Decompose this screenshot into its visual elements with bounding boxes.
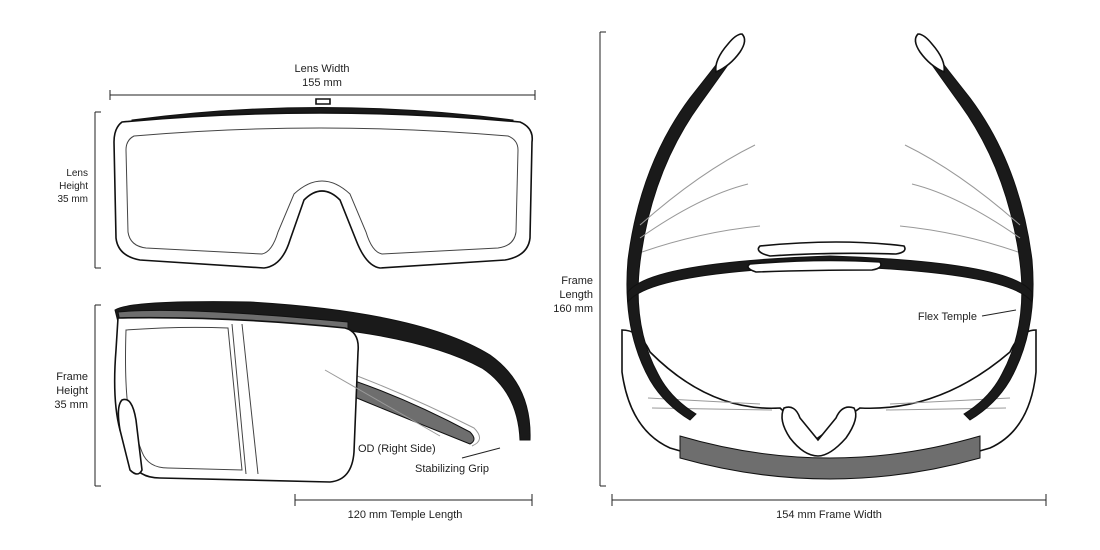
lens-width-dimension: Lens Width 155 mm bbox=[109, 63, 536, 100]
top-inner-line-left-2 bbox=[639, 183, 749, 239]
top-inner-line-right-2 bbox=[911, 183, 1021, 239]
frame-height-label-1: Frame bbox=[56, 371, 88, 383]
od-pointer-line bbox=[324, 369, 441, 437]
flex-temple-label: Flex Temple bbox=[918, 311, 977, 323]
frame-length-dimension: Frame Length 160 mm bbox=[553, 31, 606, 487]
lens-height-label-3: 35 mm bbox=[57, 194, 88, 205]
top-nose-bridge bbox=[781, 406, 857, 457]
top-view: Flex Temple bbox=[621, 33, 1037, 480]
front-view bbox=[113, 98, 534, 269]
lens-height-dimension: Lens Height 35 mm bbox=[57, 111, 101, 269]
lens-height-label-1: Lens bbox=[66, 168, 88, 179]
side-stabilizing-grip bbox=[351, 379, 475, 445]
frame-width-dimension: 154 mm Frame Width bbox=[611, 494, 1047, 521]
side-grip-outline bbox=[351, 373, 480, 447]
grip-pointer-line bbox=[461, 447, 501, 459]
top-inner-line-right-3 bbox=[899, 225, 1019, 253]
frame-height-dimension: Frame Height 35 mm bbox=[54, 304, 101, 487]
top-front-band bbox=[679, 435, 981, 480]
lens-height-label-2: Height bbox=[59, 181, 88, 192]
temple-length-label: 120 mm Temple Length bbox=[348, 509, 463, 521]
frame-length-label-2: Length bbox=[559, 289, 593, 301]
side-lens-divider-front bbox=[231, 323, 247, 475]
side-lens-outline bbox=[113, 316, 360, 483]
top-flex-strap-lower bbox=[747, 259, 882, 273]
front-lens-inner-outline bbox=[125, 127, 519, 255]
top-left-temple-tip bbox=[714, 33, 746, 74]
side-nose-pad bbox=[117, 398, 143, 475]
temple-length-dimension: 120 mm Temple Length bbox=[294, 494, 533, 521]
top-flex-strap-upper bbox=[757, 241, 906, 257]
flex-temple-pointer-line bbox=[981, 309, 1017, 317]
side-lens-divider-back bbox=[241, 323, 259, 475]
front-lens-outline bbox=[113, 112, 534, 269]
top-inner-line-left-1 bbox=[639, 144, 756, 226]
side-view: OD (Right Side) Stabilizing Grip bbox=[113, 301, 531, 483]
od-right-side-label: OD (Right Side) bbox=[358, 443, 436, 455]
side-lens-inner bbox=[125, 326, 243, 471]
top-left-temple bbox=[626, 33, 745, 421]
frame-height-label-3: 35 mm bbox=[54, 399, 88, 411]
top-right-temple bbox=[915, 33, 1034, 421]
frame-height-label-2: Height bbox=[56, 385, 88, 397]
lens-width-value: 155 mm bbox=[302, 77, 342, 89]
stabilizing-grip-label: Stabilizing Grip bbox=[415, 463, 489, 475]
top-lens-inner-left-2 bbox=[651, 407, 773, 411]
top-flex-temple-ring bbox=[627, 255, 1033, 304]
frame-length-label-3: 160 mm bbox=[553, 303, 593, 315]
frame-width-label: 154 mm Frame Width bbox=[776, 509, 882, 521]
top-inner-line-left-3 bbox=[641, 225, 761, 253]
frame-length-label-1: Frame bbox=[561, 275, 593, 287]
top-right-temple-tip bbox=[914, 33, 946, 74]
top-inner-line-right-1 bbox=[904, 144, 1021, 226]
front-bridge-notch bbox=[315, 98, 331, 105]
lens-width-title: Lens Width bbox=[294, 63, 349, 75]
